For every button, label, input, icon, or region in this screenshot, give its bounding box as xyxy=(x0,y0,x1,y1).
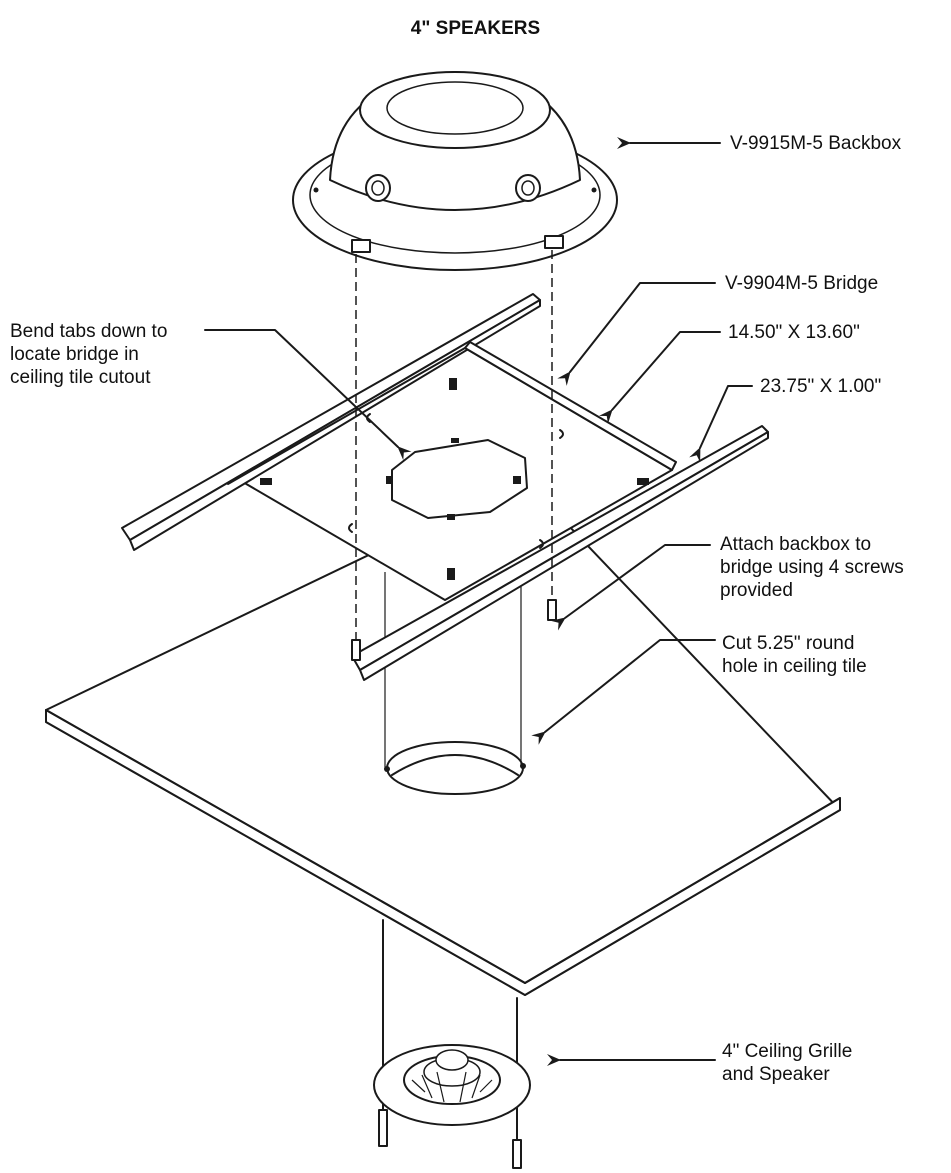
bridge-rail-back xyxy=(464,341,677,471)
bridge-plate xyxy=(235,347,673,601)
backbox xyxy=(292,71,618,271)
label-bend-tabs-line: locate bridge in xyxy=(10,344,139,365)
label-bridge-dimensions: 14.50" X 13.60" xyxy=(728,322,860,343)
knockout-left xyxy=(365,174,391,202)
label-cut-hole-line: hole in ceiling tile xyxy=(722,656,867,677)
label-attach-backbox: Attach backbox to bridge using 4 screws … xyxy=(720,533,904,602)
label-attach-line: Attach backbox to xyxy=(720,534,872,555)
grille-screws xyxy=(378,1109,522,1169)
label-attach-line: bridge using 4 screws xyxy=(720,557,904,578)
label-cut-hole: Cut 5.25" round hole in ceiling tile xyxy=(722,632,867,678)
ceiling-tile-hole xyxy=(384,741,526,795)
label-grille-line: 4" Ceiling Grille xyxy=(722,1041,853,1062)
label-bridge: V-9904M-5 Bridge xyxy=(725,273,879,294)
label-grille-line: and Speaker xyxy=(722,1064,830,1085)
label-ceiling-grille: 4" Ceiling Grille and Speaker xyxy=(722,1040,852,1086)
label-cut-hole-line: Cut 5.25" round xyxy=(722,633,855,654)
screw-alignment-lines xyxy=(355,250,553,640)
diagram-title: 4" SPEAKERS xyxy=(410,18,541,39)
bridge-rail-left xyxy=(121,293,541,551)
leader-arrows xyxy=(204,137,753,1066)
label-attach-line: provided xyxy=(720,580,793,601)
cutout-projection-lines xyxy=(384,568,522,769)
ceiling-grille-speaker xyxy=(373,1044,531,1126)
label-bend-tabs-line: Bend tabs down to xyxy=(10,321,168,342)
label-rail-dimensions: 23.75" X 1.00" xyxy=(760,376,882,397)
bridge-rail-right xyxy=(351,425,769,681)
label-bend-tabs: Bend tabs down to locate bridge in ceili… xyxy=(10,320,167,389)
knockout-right xyxy=(515,174,541,202)
label-backbox: V-9915M-5 Backbox xyxy=(730,133,902,154)
label-bend-tabs-line: ceiling tile cutout xyxy=(10,367,151,388)
